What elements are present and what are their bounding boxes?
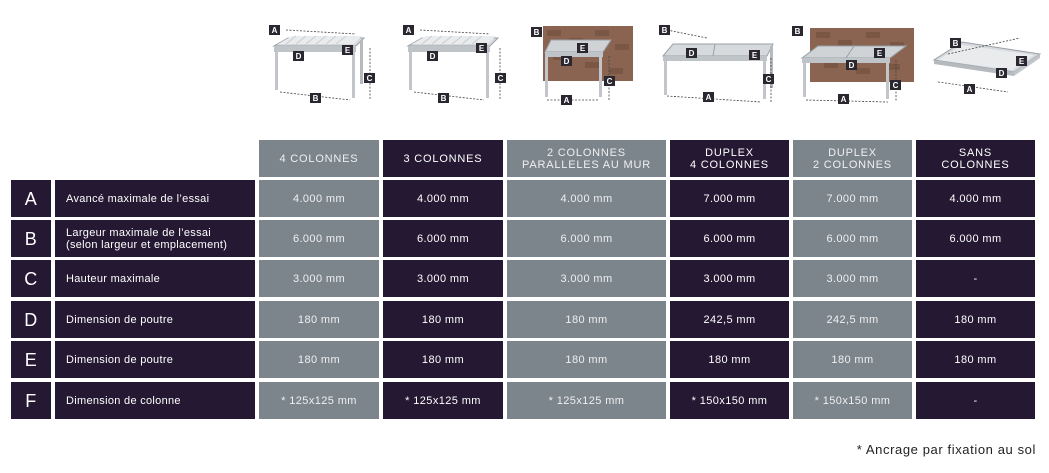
svg-text:E: E [877, 49, 883, 58]
svg-text:C: C [498, 74, 504, 83]
row-letter-f: F [11, 382, 51, 419]
table-cell: 180 mm [383, 341, 503, 378]
illustration-3-colonnes: A B C D E [402, 18, 512, 113]
table-cell: 6.000 mm [259, 220, 379, 257]
table-cell: 242,5 mm [793, 301, 912, 338]
svg-text:D: D [430, 52, 436, 61]
svg-text:C: C [367, 74, 373, 83]
svg-text:A: A [272, 26, 278, 35]
table-cell: 6.000 mm [670, 220, 789, 257]
table-cell: 180 mm [916, 341, 1035, 378]
svg-text:C: C [766, 75, 772, 84]
row-label-d: Dimension de poutre [55, 301, 255, 338]
row-letter-a: A [11, 180, 51, 217]
table-cell: 180 mm [259, 301, 379, 338]
column-header-3-colonnes: 3 COLONNES [383, 140, 503, 177]
svg-text:A: A [706, 93, 712, 102]
illustrations-row: A B C D E A B C D E [258, 18, 1048, 113]
row-letter-d: D [11, 301, 51, 338]
table-cell: 4.000 mm [383, 180, 503, 217]
svg-text:E: E [752, 51, 758, 60]
svg-text:B: B [953, 39, 959, 48]
table-cell: * 125x125 mm [507, 382, 666, 419]
row-label-b: Largeur maximale de l’essai(selon largeu… [55, 220, 255, 257]
svg-text:B: B [313, 94, 319, 103]
table-cell: 180 mm [670, 341, 789, 378]
table-cell: 3.000 mm [793, 260, 912, 297]
row-label-a: Avancé maximale de l’essai [55, 180, 255, 217]
row-letter-c: C [11, 260, 51, 297]
table-cell: 3.000 mm [383, 260, 503, 297]
table-cell: 3.000 mm [259, 260, 379, 297]
table-cell: 242,5 mm [670, 301, 789, 338]
svg-text:E: E [345, 46, 351, 55]
table-cell: 7.000 mm [793, 180, 912, 217]
table-cell: 4.000 mm [507, 180, 666, 217]
row-letter-e: E [11, 341, 51, 378]
table-cell: 6.000 mm [383, 220, 503, 257]
table-cell: 180 mm [793, 341, 912, 378]
table-cell: 3.000 mm [507, 260, 666, 297]
table-cell: 7.000 mm [670, 180, 789, 217]
svg-text:D: D [689, 49, 695, 58]
column-header-4-colonnes: 4 COLONNES [259, 140, 379, 177]
table-cell: - [916, 260, 1035, 297]
svg-text:A: A [406, 26, 412, 35]
table-cell: 3.000 mm [670, 260, 789, 297]
svg-text:E: E [580, 44, 586, 53]
svg-text:C: C [607, 77, 613, 86]
row-label-e: Dimension de poutre [55, 341, 255, 378]
table-cell: 4.000 mm [259, 180, 379, 217]
table-cell: 180 mm [507, 301, 666, 338]
svg-text:A: A [564, 96, 570, 105]
illustration-duplex-2-colonnes: B A C D E [790, 18, 918, 113]
table-cell: * 150x150 mm [670, 382, 789, 419]
illustration-2-colonnes-mur: B A C D E [529, 18, 639, 113]
svg-text:C: C [893, 81, 899, 90]
footnote: * Ancrage par fixation au sol [856, 442, 1036, 457]
svg-text:A: A [841, 95, 847, 104]
svg-text:E: E [1019, 57, 1025, 66]
illustration-4-colonnes: A B C D E [266, 18, 376, 113]
table-cell: 6.000 mm [916, 220, 1035, 257]
svg-text:E: E [479, 44, 485, 53]
table-cell: - [916, 382, 1035, 419]
svg-text:D: D [564, 57, 570, 66]
svg-text:D: D [999, 69, 1005, 78]
table-cell: 180 mm [383, 301, 503, 338]
illustration-sans-colonnes: B A D E [928, 18, 1046, 113]
svg-text:B: B [534, 28, 540, 37]
illustration-duplex-4-colonnes: B A C D E [657, 18, 777, 113]
row-label-c: Hauteur maximale [55, 260, 255, 297]
table-cell: * 125x125 mm [259, 382, 379, 419]
table-cell: * 125x125 mm [383, 382, 503, 419]
svg-text:B: B [441, 94, 447, 103]
svg-text:B: B [662, 26, 668, 35]
svg-text:D: D [849, 61, 855, 70]
table-cell: 6.000 mm [793, 220, 912, 257]
row-label-f: Dimension de colonne [55, 382, 255, 419]
table-cell: 4.000 mm [916, 180, 1035, 217]
table-cell: 180 mm [259, 341, 379, 378]
row-letter-b: B [11, 220, 51, 257]
svg-text:D: D [296, 52, 302, 61]
table-cell: 180 mm [916, 301, 1035, 338]
svg-text:B: B [795, 27, 801, 36]
table-cell: * 150x150 mm [793, 382, 912, 419]
svg-text:A: A [967, 85, 973, 94]
table-cell: 6.000 mm [507, 220, 666, 257]
table-cell: 180 mm [507, 341, 666, 378]
